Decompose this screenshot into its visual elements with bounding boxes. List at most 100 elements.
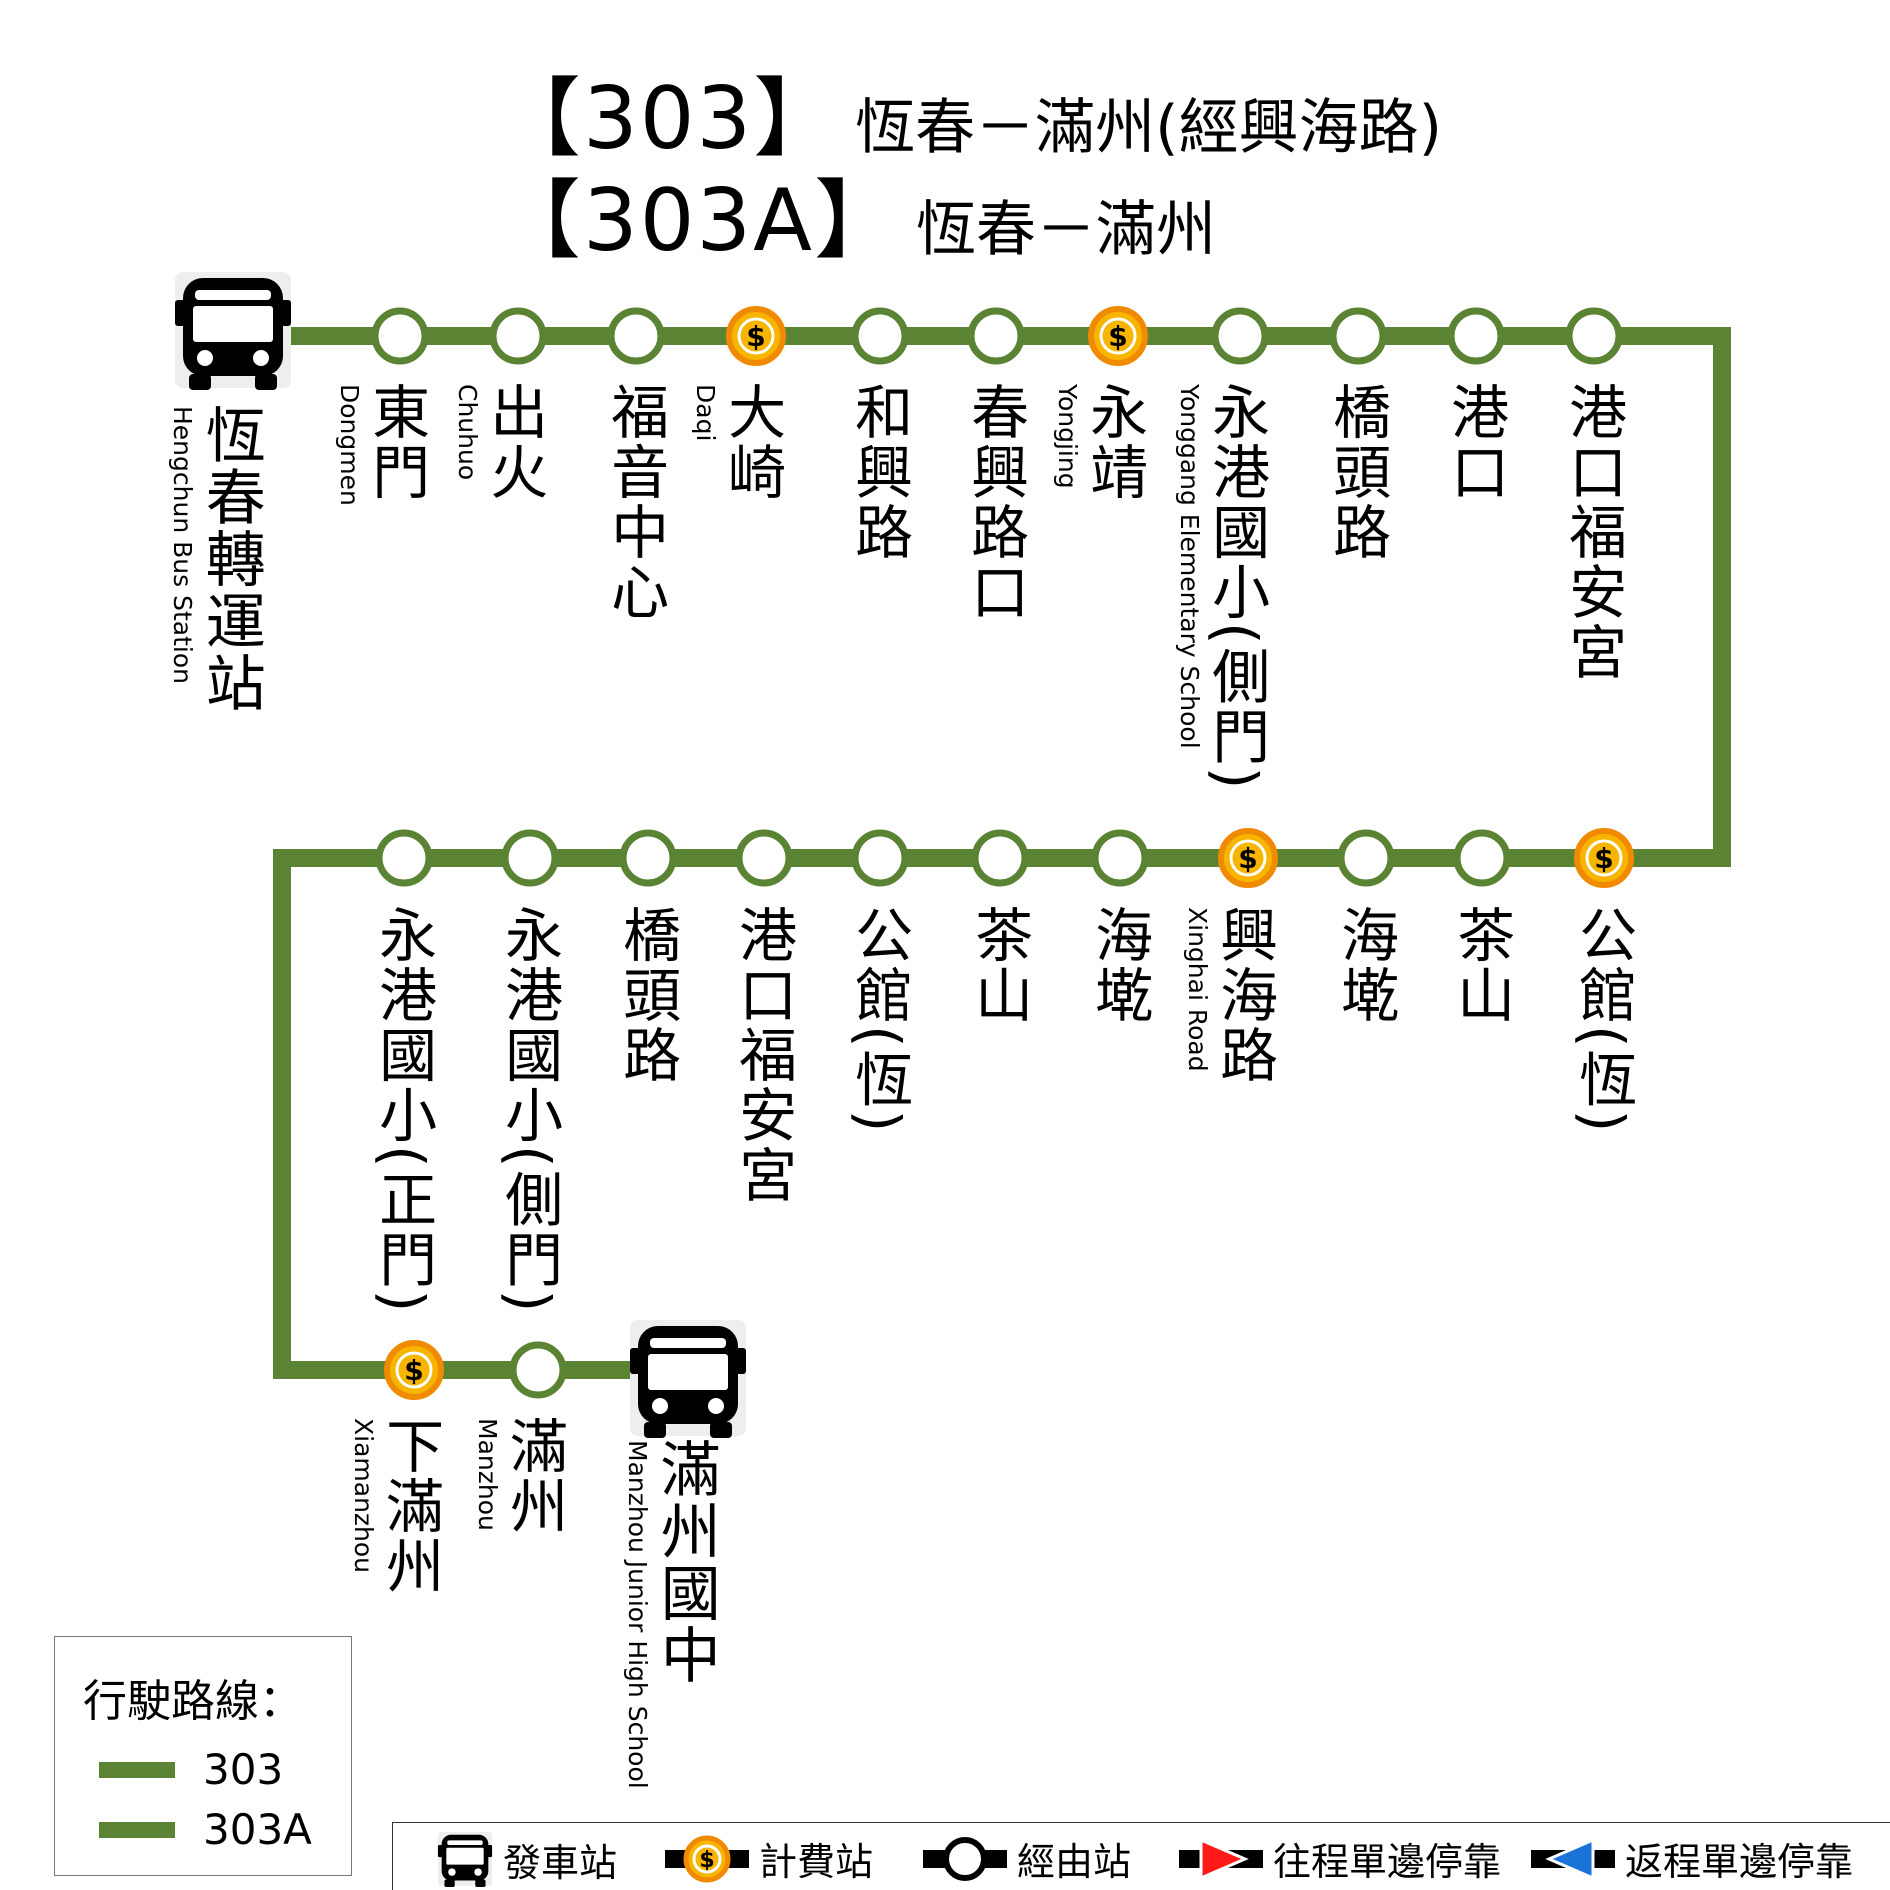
key-label: 發車站 [503, 1840, 618, 1885]
fare-symbol: $ [746, 320, 765, 353]
station-name-zh: 港口福安宮 [1559, 382, 1628, 682]
inbound-arrow-icon [1531, 1837, 1615, 1880]
station-name-en: Yonggang Elementary School [1175, 384, 1204, 749]
station-name-zh: 公館(恆) [845, 905, 914, 1135]
station-label: 春興路口 [961, 382, 1030, 622]
station-name-zh: 春興路口 [961, 382, 1030, 622]
stop-marker [851, 307, 909, 365]
fare-symbol: $ [404, 1354, 423, 1387]
legend-item-303: 303 [99, 1745, 283, 1794]
fare-stop-icon: $ [665, 1835, 749, 1882]
stop-marker [851, 829, 909, 887]
stop-marker [1091, 829, 1149, 887]
fare-stop-marker: $ [1088, 306, 1148, 366]
fare-stop-marker: $ [1218, 828, 1278, 888]
stop-marker [1447, 307, 1505, 365]
station-name-zh: 港口 [1441, 382, 1510, 502]
station-name-en: Manzhou Junior High School [623, 1440, 652, 1789]
stop-marker [501, 829, 559, 887]
route-title-303a: 【303A】恆春－滿州 [495, 150, 1216, 275]
station-name-en: Daqi [691, 384, 720, 442]
station-label: 福音中心 [601, 382, 670, 622]
station-name-zh: 永港國小(側門) [1202, 382, 1271, 792]
station-label: 永港國小(側門)Yonggang Elementary School [1175, 382, 1271, 792]
station-label: 茶山 [1447, 905, 1516, 1025]
fare-stop-marker: $ [726, 306, 786, 366]
stop-marker [1337, 829, 1395, 887]
bus-icon [437, 1831, 493, 1887]
symbol-key: 發車站 $ 計費站 經由站 往程單邊停靠 返程單邊停靠 [392, 1822, 1890, 1890]
station-name-zh: 大崎 [718, 382, 787, 502]
route-title-303: 【303】恆春－滿州(經興海路) [495, 48, 1442, 173]
station-name-zh: 恆春轉運站 [195, 404, 266, 714]
station-label: 茶山 [965, 905, 1033, 1025]
stop-marker [489, 307, 547, 365]
station-name-zh: 下滿州 [376, 1416, 445, 1596]
outbound-arrow-icon [1179, 1837, 1263, 1880]
station-label: 橋頭路 [613, 905, 681, 1085]
key-label: 計費站 [759, 1840, 874, 1884]
station-name-en: Manzhou [473, 1418, 502, 1531]
route-number: 【303】 [495, 69, 842, 169]
station-name-zh: 滿州國中 [650, 1438, 721, 1686]
station-label: 港口福安宮 [1559, 382, 1628, 682]
stop-marker [1211, 307, 1269, 365]
legend-swatch [99, 1821, 175, 1838]
key-fare: $ 計費站 [665, 1831, 873, 1886]
station-label: 和興路 [845, 382, 913, 562]
key-terminal: 發車站 [437, 1831, 617, 1887]
fare-symbol: $ [1108, 320, 1127, 353]
station-name-zh: 海墘 [1331, 905, 1400, 1025]
legend-label: 303A [203, 1805, 312, 1854]
station-label: 海墘 [1331, 905, 1400, 1025]
route-legend: 行駛路線： 303 303A [54, 1636, 352, 1876]
legend-item-303a: 303A [99, 1805, 312, 1854]
station-name-zh: 茶山 [1447, 905, 1516, 1025]
station-name-zh: 公館(恆) [1569, 905, 1638, 1135]
station-name-en: Dongmen [335, 384, 364, 506]
station-label: 公館(恆) [1569, 905, 1638, 1135]
station-name-en: Chuhuo [453, 384, 482, 481]
station-name-zh: 橋頭路 [1323, 382, 1392, 562]
station-name-en: Yongjing [1053, 384, 1082, 489]
station-name-zh: 永港國小(正門) [369, 905, 438, 1315]
stop-icon [923, 1836, 1007, 1881]
route-name: 恆春－滿州 [915, 195, 1216, 265]
stop-marker [735, 829, 793, 887]
station-name-zh: 永靖 [1080, 382, 1149, 502]
stop-marker [371, 307, 429, 365]
station-name-en: Xiamanzhou [349, 1418, 378, 1574]
station-label: 港口福安宮 [729, 905, 797, 1205]
station-label: 港口 [1441, 382, 1510, 502]
station-label: 永港國小(正門) [369, 905, 438, 1315]
legend-title: 行駛路線： [83, 1676, 303, 1727]
key-label: 經由站 [1017, 1840, 1132, 1884]
stop-marker [1453, 829, 1511, 887]
fare-symbol: $ [1238, 842, 1257, 875]
key-outbound: 往程單邊停靠 [1179, 1831, 1501, 1886]
station-name-zh: 永港國小(側門) [495, 905, 564, 1315]
station-label: 橋頭路 [1323, 382, 1392, 562]
key-label: 返程單邊停靠 [1625, 1840, 1854, 1884]
legend-label: 303 [203, 1745, 284, 1794]
fare-stop-marker: $ [384, 1340, 444, 1400]
station-label: 公館(恆) [845, 905, 914, 1135]
station-name-zh: 興海路 [1210, 905, 1279, 1085]
station-label: 海墘 [1085, 905, 1154, 1025]
station-name-zh: 出火 [480, 382, 549, 502]
station-name-zh: 海墘 [1085, 905, 1154, 1025]
stop-marker [607, 307, 665, 365]
terminal-bus-icon [630, 1320, 746, 1438]
station-name-zh: 福音中心 [601, 382, 670, 622]
fare-stop-marker: $ [1574, 828, 1634, 888]
station-name-en: Hengchun Bus Station [168, 406, 197, 684]
fare-symbol: $ [699, 1848, 714, 1873]
